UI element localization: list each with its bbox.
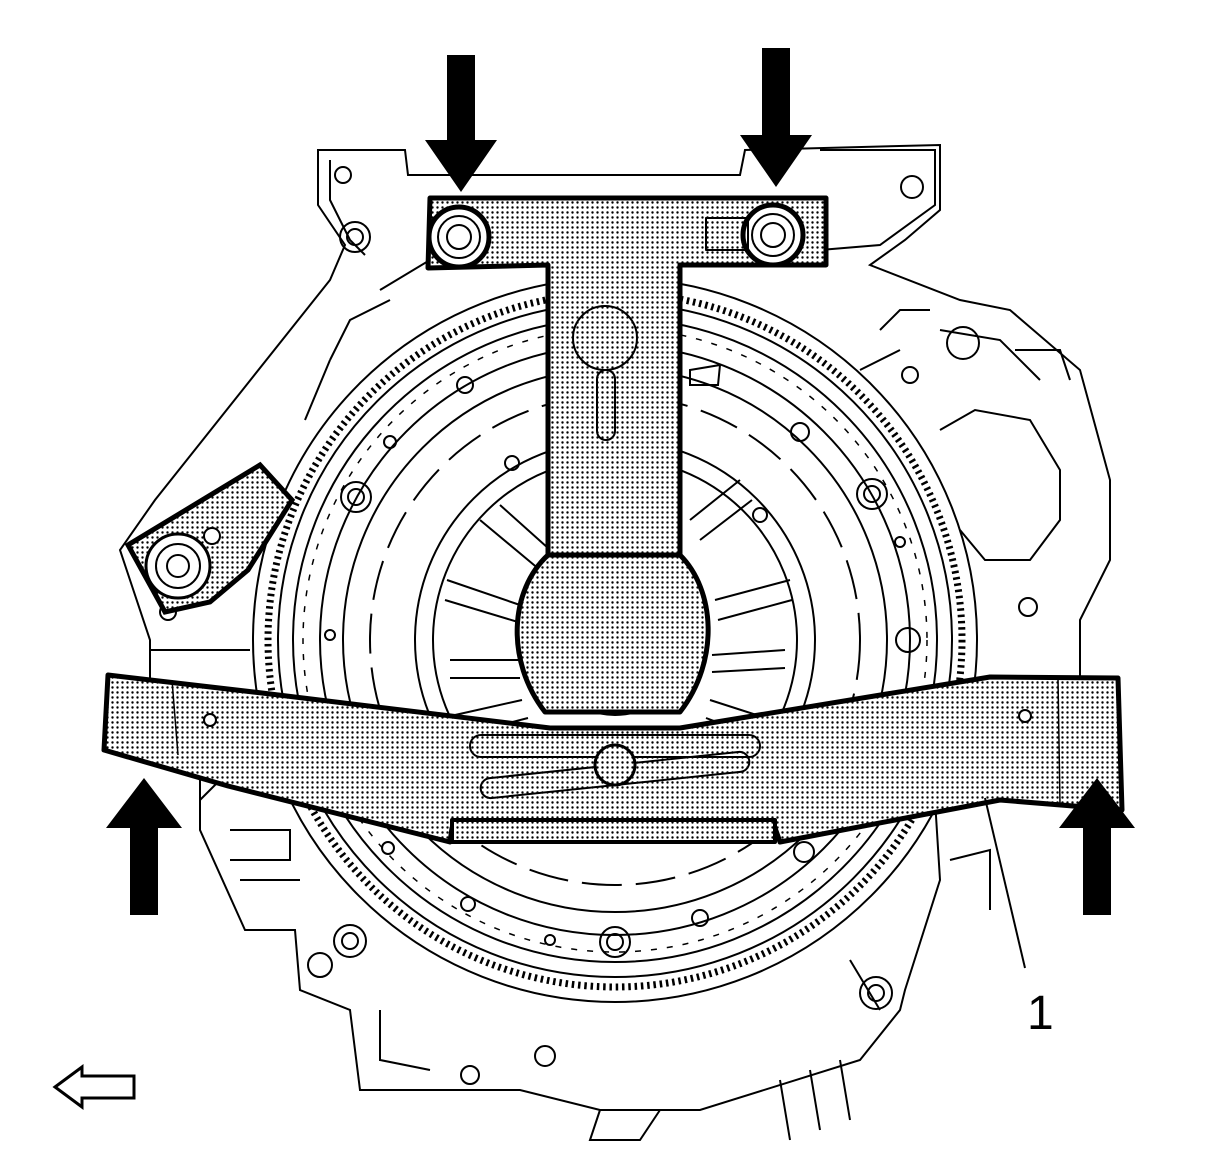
force-arrow-up-icon xyxy=(1059,778,1135,915)
force-arrow-up-icon xyxy=(106,778,182,915)
callout-leader-line xyxy=(984,797,1026,969)
flywheel-holding-tool xyxy=(101,195,1125,845)
force-arrow-down-icon xyxy=(740,48,812,187)
force-arrow-down-icon xyxy=(425,55,497,192)
flywheel-ring-gear xyxy=(252,277,978,1003)
callout-label-1: 1 xyxy=(1027,987,1054,1040)
vehicle-front-arrow-icon xyxy=(52,1064,136,1110)
side-locking-plate xyxy=(124,461,296,615)
